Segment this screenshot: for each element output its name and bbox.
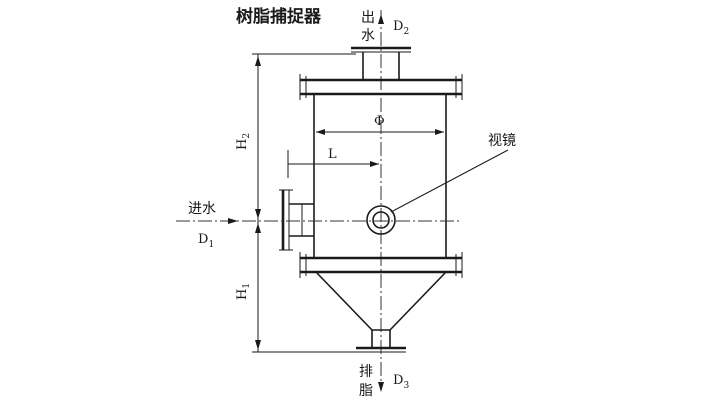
drain-arrow: [378, 382, 384, 392]
h1-label: H1: [235, 283, 252, 300]
outlet-arrow: [378, 14, 384, 24]
top-head-flange: [299, 74, 463, 100]
sight-glass-label: 视镜: [488, 133, 516, 149]
phi-label: Φ: [374, 114, 385, 129]
bottom-drain-nozzle: [356, 330, 406, 353]
vessel-shell: [313, 94, 447, 258]
bottom-flange: [299, 252, 463, 278]
phi-dimension: [316, 129, 444, 135]
inlet-water-label: 进水: [188, 201, 216, 217]
sight-glass-leader: [390, 149, 509, 213]
l-dimension: [287, 150, 379, 178]
d3-label: D3: [393, 373, 409, 391]
l-label: L: [328, 147, 337, 162]
outlet-label-bottom: 水: [361, 28, 375, 44]
top-outlet-nozzle: [351, 46, 411, 80]
d1-label: D1: [198, 232, 214, 250]
height-dimension-line: [252, 53, 356, 353]
drain-label-top: 排: [359, 364, 373, 380]
outlet-label-top: 出: [361, 10, 375, 26]
conical-bottom: [315, 271, 447, 331]
h2-label: H2: [235, 133, 252, 150]
sight-glass: [366, 205, 396, 235]
diagram-title: 树脂捕捉器: [236, 6, 322, 27]
side-inlet-nozzle: [279, 189, 314, 251]
d2-label: D2: [393, 19, 409, 37]
drain-label-bottom: 脂: [359, 383, 373, 399]
inlet-arrow: [228, 218, 238, 224]
